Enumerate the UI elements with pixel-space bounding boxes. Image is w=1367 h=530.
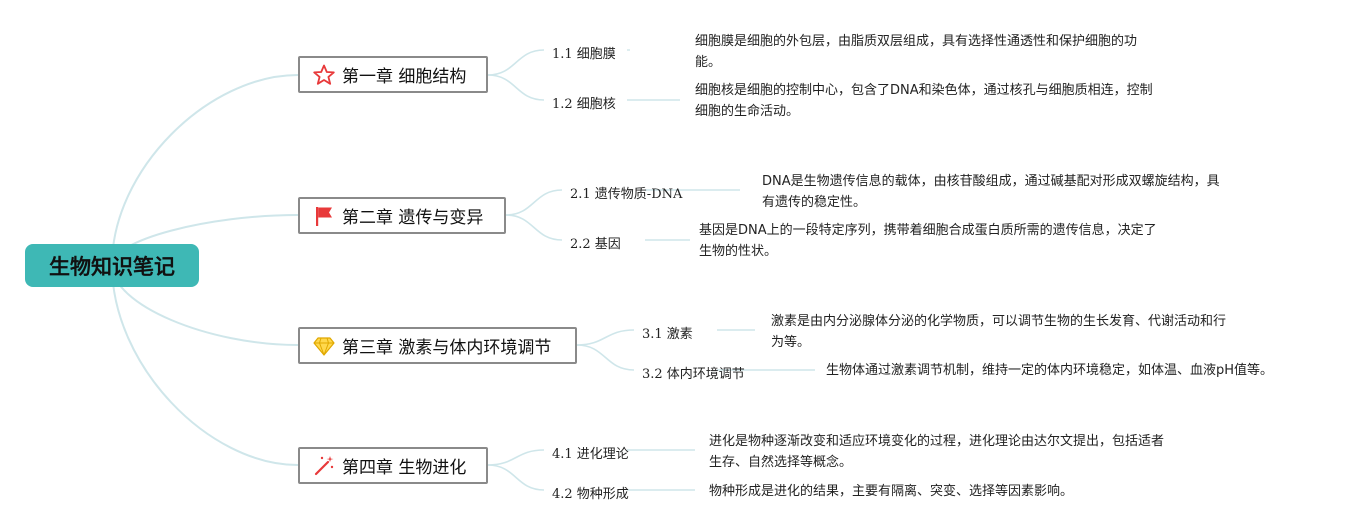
connector-line <box>576 344 635 371</box>
chapter-node-1[interactable]: 第一章 细胞结构 <box>298 56 488 93</box>
description-line: 物种形成是进化的结果，主要有隔离、突变、选择等因素影响。 <box>709 484 1074 499</box>
topic-description: 物种形成是进化的结果，主要有隔离、突变、选择等因素影响。 <box>709 481 1073 502</box>
topic-description: 生物体通过激素调节机制，维持一定的体内环境稳定，如体温、血液pH值等。 <box>826 360 1273 381</box>
topic-label[interactable]: 4.1 进化理论 <box>552 447 629 462</box>
topic-label[interactable]: 2.2 基因 <box>570 237 621 252</box>
topic-label[interactable]: 1.2 细胞核 <box>552 97 616 112</box>
description-line: 生物的性状。 <box>699 244 778 259</box>
chapter-title: 第二章 遗传与变异 <box>342 208 484 228</box>
connector-line <box>505 189 563 216</box>
description-line: 生存、自然选择等概念。 <box>709 455 853 470</box>
connector-line <box>487 464 545 491</box>
flag-icon <box>312 204 336 228</box>
chapter-title: 第一章 细胞结构 <box>342 67 467 87</box>
description-line: 细胞核是细胞的控制中心，包含了DNA和染色体，通过核孔与细胞质相连，控制 <box>695 83 1153 98</box>
description-line: 基因是DNA上的一段特定序列，携带着细胞合成蛋白质所需的遗传信息，决定了 <box>699 223 1157 238</box>
description-line: 能。 <box>695 55 722 70</box>
connector-line <box>111 74 299 266</box>
description-line: 激素是由内分泌腺体分泌的化学物质，可以调节生物的生长发育、代谢活动和行 <box>771 314 1227 329</box>
topic-label[interactable]: 3.2 体内环境调节 <box>642 367 745 382</box>
chapter-node-3[interactable]: 第三章 激素与体内环境调节 <box>298 327 577 364</box>
topic-description: 进化是物种逐渐改变和适应环境变化的过程，进化理论由达尔文提出，包括适者 生存、自… <box>709 431 1164 473</box>
connector-line <box>505 214 563 241</box>
topic-label[interactable]: 1.1 细胞膜 <box>552 47 616 62</box>
description-line: 为等。 <box>771 335 811 350</box>
chapter-title: 第三章 激素与体内环境调节 <box>342 338 552 358</box>
description-line: 有遗传的稳定性。 <box>762 195 867 210</box>
topic-label[interactable]: 2.1 遗传物质-DNA <box>570 187 683 202</box>
chapter-title: 第四章 生物进化 <box>342 458 467 478</box>
topic-label[interactable]: 4.2 物种形成 <box>552 487 629 502</box>
topic-description: 基因是DNA上的一段特定序列，携带着细胞合成蛋白质所需的遗传信息，决定了 生物的… <box>699 220 1157 262</box>
connector-line <box>111 264 299 466</box>
description-line: 细胞膜是细胞的外包层，由脂质双层组成，具有选择性通透性和保护细胞的功 <box>695 34 1138 49</box>
root-title: 生物知识笔记 <box>49 254 175 279</box>
description-line: 生物体通过激素调节机制，维持一定的体内环境稳定，如体温、血液pH值等。 <box>826 363 1274 378</box>
topic-description: 细胞膜是细胞的外包层，由脂质双层组成，具有选择性通透性和保护细胞的功 能。 <box>695 31 1137 73</box>
description-line: 细胞的生命活动。 <box>695 104 800 119</box>
chapter-node-4[interactable]: 第四章 生物进化 <box>298 447 488 484</box>
chapter-node-2[interactable]: 第二章 遗传与变异 <box>298 197 506 234</box>
connector-line <box>576 329 635 346</box>
description-line: DNA是生物遗传信息的载体，由核苷酸组成，通过碱基配对形成双螺旋结构，具 <box>762 174 1220 189</box>
star-icon <box>312 63 336 87</box>
connector-line <box>487 74 545 101</box>
topic-description: 激素是由内分泌腺体分泌的化学物质，可以调节生物的生长发育、代谢活动和行 为等。 <box>771 311 1226 353</box>
root-node[interactable]: 生物知识笔记 <box>25 244 199 287</box>
topic-description: 细胞核是细胞的控制中心，包含了DNA和染色体，通过核孔与细胞质相连，控制 细胞的… <box>695 80 1153 122</box>
topic-label[interactable]: 3.1 激素 <box>642 327 693 342</box>
topic-description: DNA是生物遗传信息的载体，由核苷酸组成，通过碱基配对形成双螺旋结构，具 有遗传… <box>762 171 1220 213</box>
connector-line <box>487 49 545 76</box>
connector-line <box>487 449 545 466</box>
magic-wand-icon <box>312 454 336 478</box>
diamond-icon <box>312 334 336 358</box>
description-line: 进化是物种逐渐改变和适应环境变化的过程，进化理论由达尔文提出，包括适者 <box>709 434 1165 449</box>
